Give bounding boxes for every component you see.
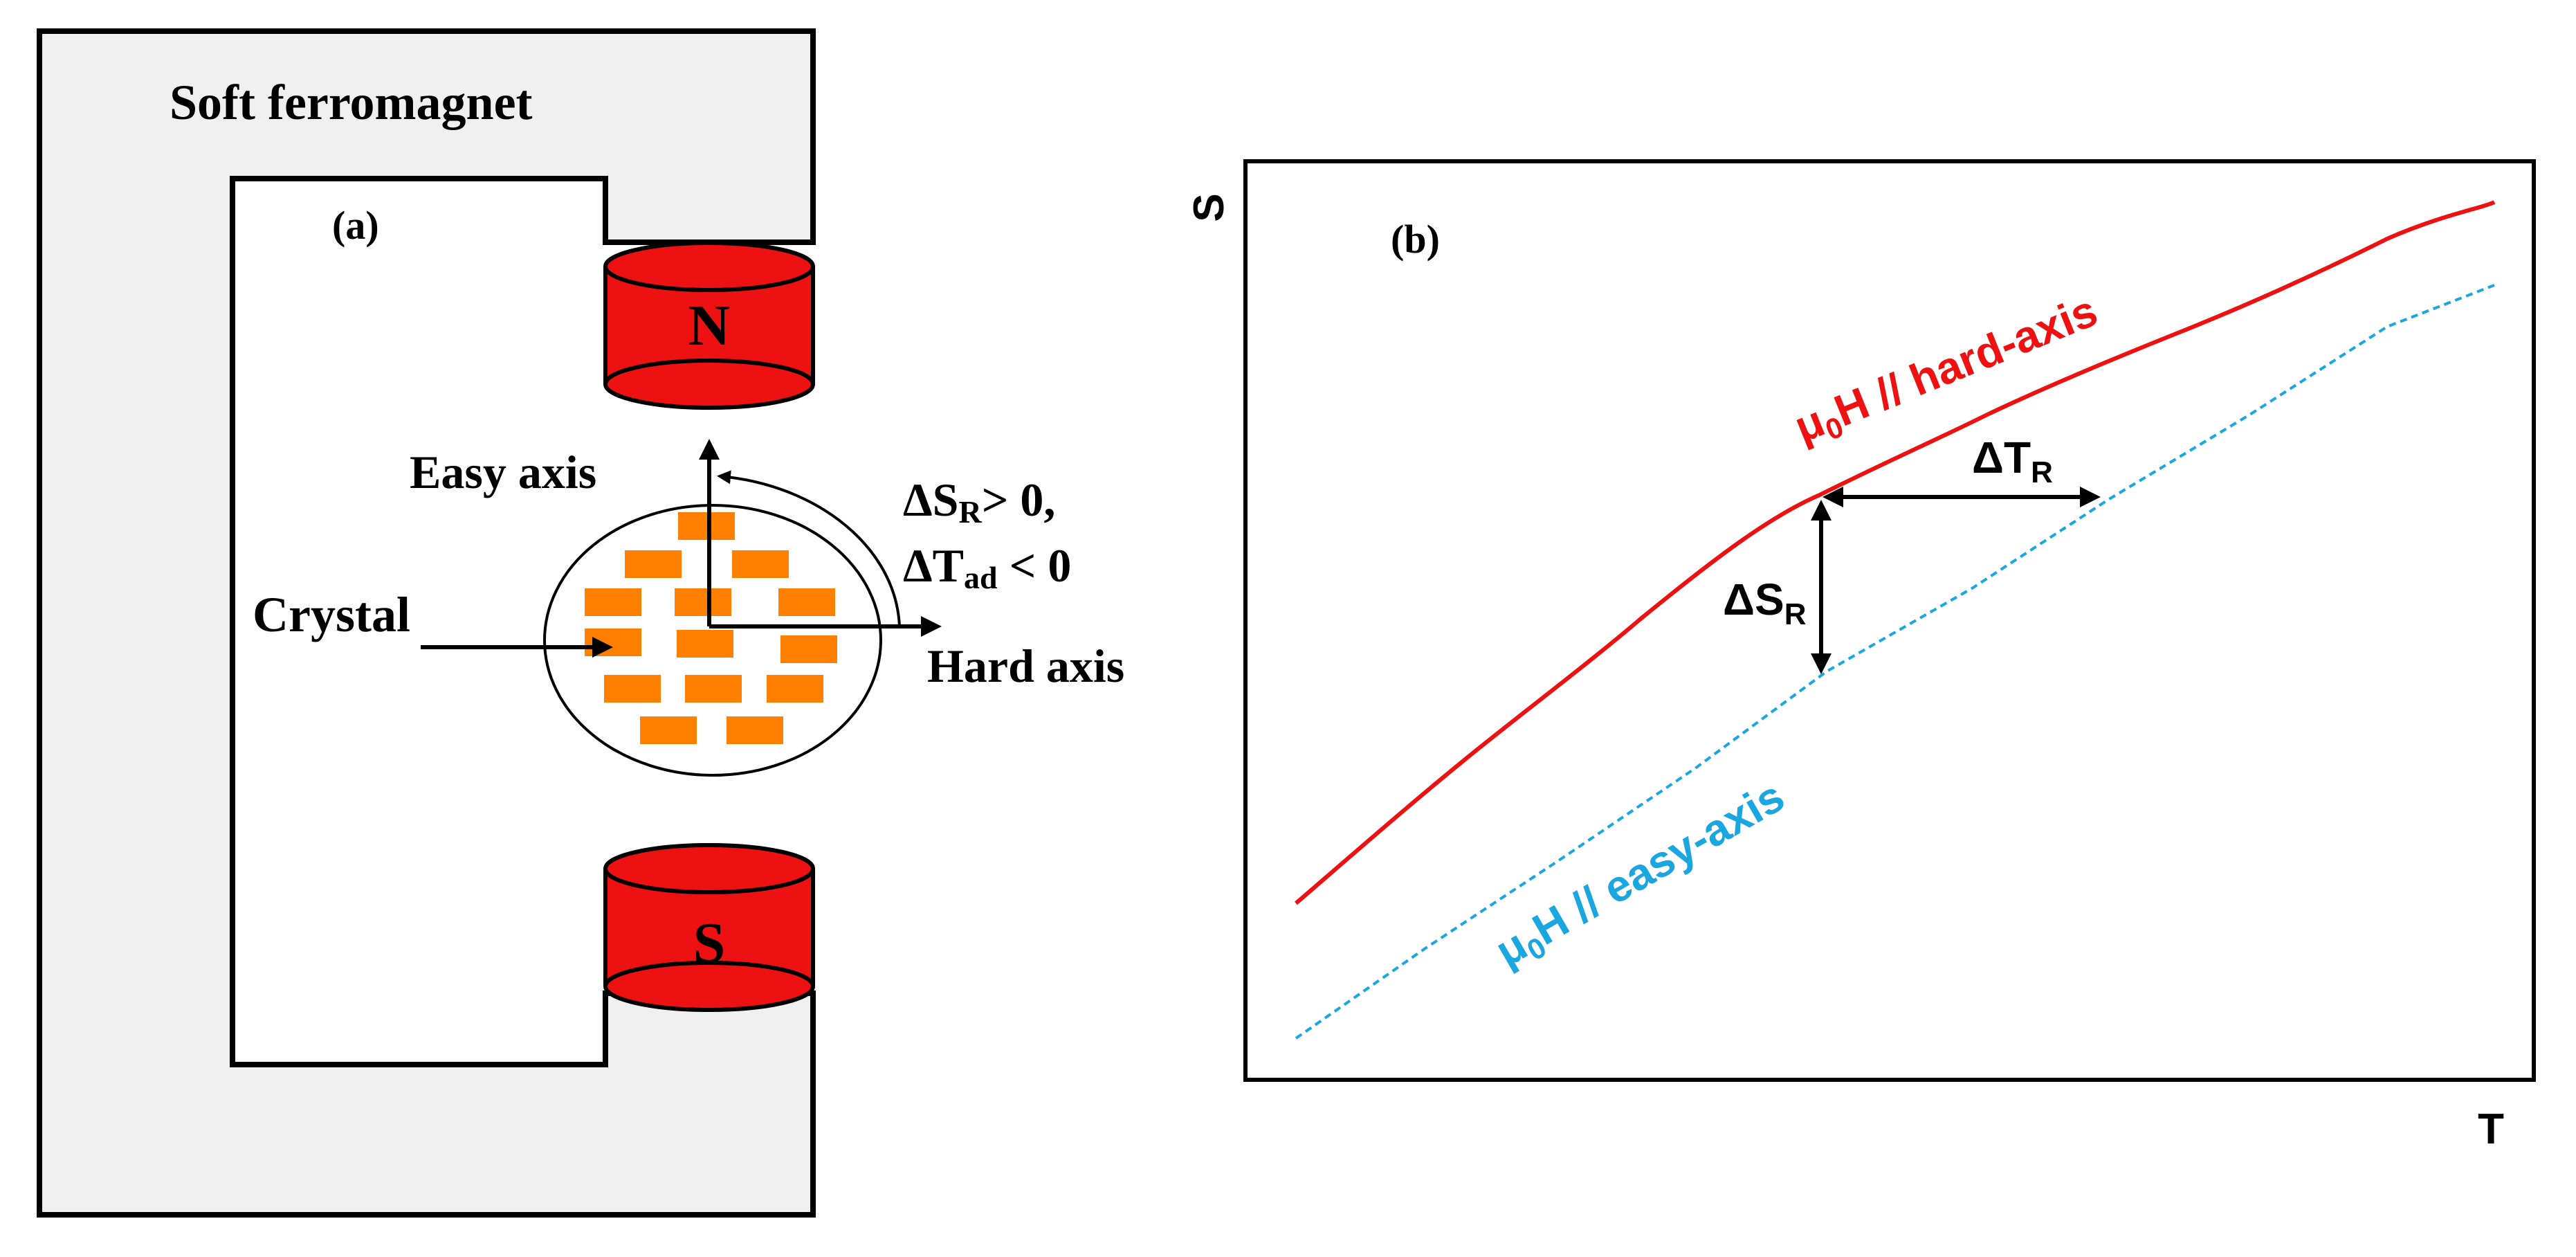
domain-block (585, 628, 641, 656)
domain-block (625, 550, 682, 578)
south-pole-magnet: S (603, 843, 815, 1012)
hard-axis-label: Hard axis (927, 640, 1124, 692)
domain-block (778, 588, 835, 616)
soft-ferromagnet-yoke (37, 28, 816, 1218)
panel-b-tag: (b) (1391, 217, 1440, 262)
north-pole-magnet: N (603, 241, 815, 410)
entropy-change-label: ΔSR> 0, (903, 473, 1055, 530)
crystal-domains (585, 512, 837, 744)
y-axis-label: S (1185, 193, 1233, 221)
x-axis-label: T (2478, 1105, 2504, 1153)
easy-axis-curve (1295, 284, 2495, 1040)
domain-block (685, 675, 742, 703)
hard-axis-curve (1295, 200, 2496, 905)
domain-block (767, 675, 823, 703)
domain-block (585, 588, 641, 616)
crystal-label: Crystal (253, 587, 410, 642)
crystal (421, 439, 942, 777)
domain-block (675, 588, 731, 616)
north-pole-label: N (688, 293, 731, 358)
panel-b: (b) S T ΔSR ΔTR μ0H // hard-axis μ0H // … (1185, 159, 2536, 1153)
plot-frame (1243, 159, 2536, 1082)
delta-s-label: ΔSR (1723, 575, 1806, 631)
south-pole-label: S (693, 911, 726, 975)
soft-ferromagnet-label: Soft ferromagnet (170, 75, 533, 130)
domain-block (678, 512, 735, 540)
domain-block (727, 716, 783, 744)
domain-block (604, 675, 661, 703)
panel-a-tag: (a) (332, 203, 379, 248)
domain-block (780, 635, 837, 663)
delta-t-label: ΔTR (1972, 433, 2053, 489)
easy-axis-label: Easy axis (410, 446, 596, 498)
domain-block (640, 716, 697, 744)
rotation-arrow (717, 470, 901, 627)
domain-block (677, 630, 733, 658)
temperature-change-label: ΔTad < 0 (903, 539, 1071, 595)
domain-block (732, 550, 789, 578)
panel-a: Soft ferromagnet (a) N S (37, 28, 1124, 1218)
